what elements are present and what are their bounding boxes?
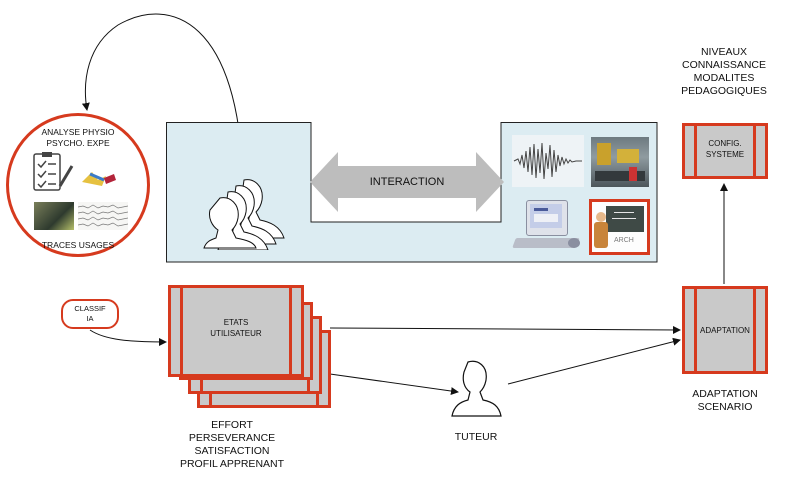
interaction-label: INTERACTION: [369, 176, 445, 188]
adaptation-box: [682, 286, 768, 374]
states-box-line2: UTILISATEUR: [210, 329, 262, 338]
teacher-board-text: ARCH: [614, 237, 634, 244]
loop-arrow: [81, 13, 244, 186]
config-caption-line1: NIVEAUX: [700, 46, 748, 58]
waveform-image: [512, 135, 584, 187]
states-to-adaptation-arrow: [329, 325, 681, 334]
states-caption-line4: PROFIL APPRENANT: [179, 458, 285, 470]
tutor-icon: [451, 360, 502, 417]
classif-to-states-arrow: [89, 329, 167, 346]
computer-image: [512, 198, 582, 254]
config-box: [682, 123, 768, 179]
classif-badge: [61, 299, 119, 329]
eeg-traces-thumb: [78, 202, 128, 230]
states-caption-line3: SATISFACTION: [194, 445, 270, 457]
eeg-photo-thumb: [34, 202, 74, 230]
adaptation-box-label: ADAPTATION: [700, 326, 750, 335]
config-box-line2: SYSTEME: [705, 150, 745, 159]
states-caption-line2: PERSEVERANCE: [188, 432, 276, 444]
classif-line2: IA: [86, 314, 94, 323]
analysis-bottom-label: TRACES USAGES: [41, 240, 115, 250]
states-box-line1: ETATS: [223, 318, 249, 327]
industrial-scene-image: [591, 137, 649, 187]
analysis-title-line1: ANALYSE PHYSIO: [41, 127, 115, 137]
tutor-to-adaptation-arrow: [507, 337, 681, 385]
interaction-double-arrow: [310, 152, 504, 212]
adaptation-caption-line1: ADAPTATION: [692, 388, 758, 400]
states-box: [168, 285, 304, 377]
states-caption-line1: EFFORT: [211, 419, 253, 431]
adaptation-caption-line2: SCENARIO: [697, 401, 753, 413]
user-group-icon: [203, 179, 285, 250]
config-caption-line3: MODALITES: [693, 72, 755, 84]
states-to-tutor-arrow: [329, 373, 459, 395]
config-caption-line4: PEDAGOGIQUES: [681, 85, 767, 97]
checklist-icon: [33, 152, 116, 191]
teacher-image: ARCH: [589, 199, 650, 255]
classif-line1: CLASSIF: [74, 304, 106, 313]
tutor-label: TUTEUR: [454, 431, 498, 443]
config-caption-line2: CONNAISSANCE: [681, 59, 766, 71]
analysis-circle: [6, 113, 150, 257]
analysis-title-line2: PSYCHO. EXPE: [46, 138, 110, 148]
config-box-line1: CONFIG.: [708, 139, 742, 148]
